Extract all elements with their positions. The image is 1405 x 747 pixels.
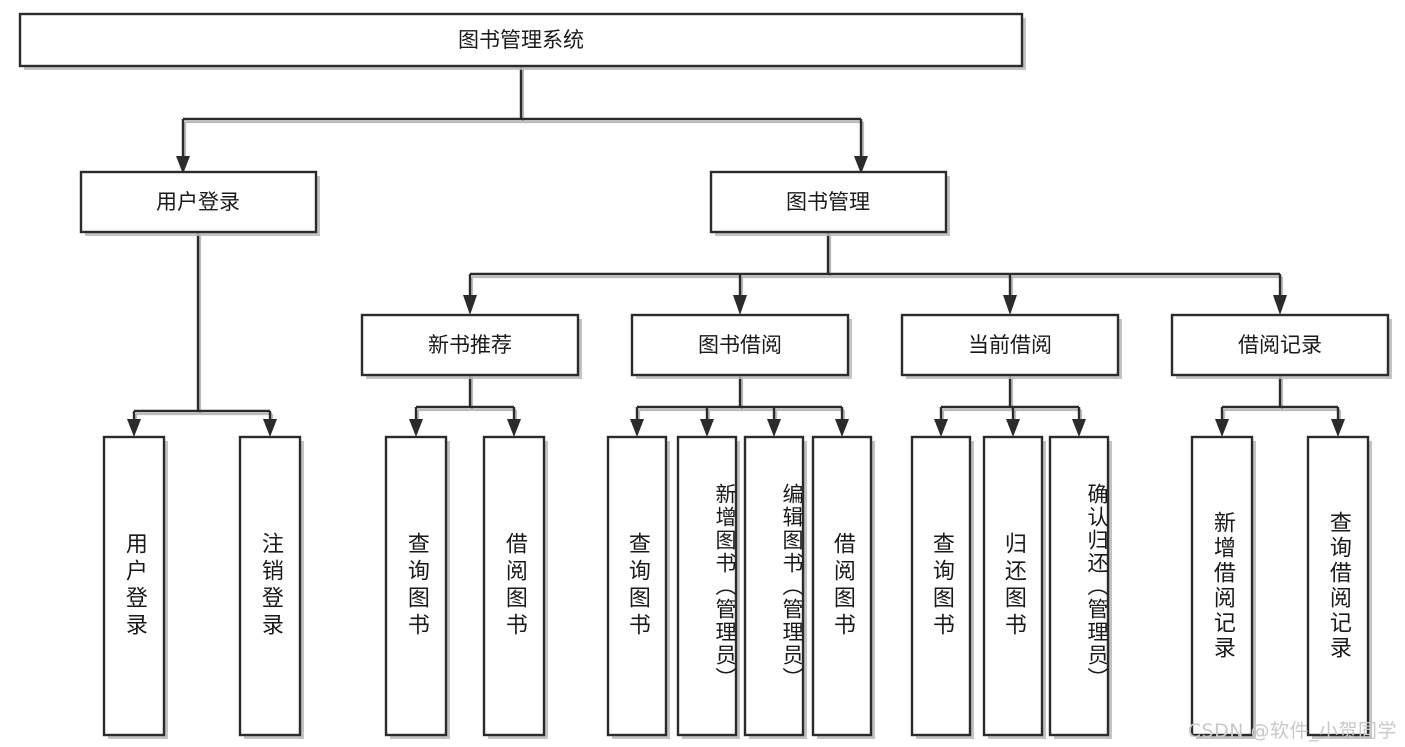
arrow-head-cb-leaf-2 xyxy=(1006,419,1020,437)
leaf-logout-box xyxy=(238,435,302,737)
connector-current-borrow-to-leaves xyxy=(939,375,1081,421)
csdn-watermark: CSDN @软件_小贺同学 xyxy=(1187,720,1397,742)
arrow-head-bb-leaf-1 xyxy=(630,419,644,437)
node-borrow-record-box xyxy=(1170,313,1390,377)
leaf-br-query-box xyxy=(1306,435,1370,737)
node-user-login-label: 用户登录 xyxy=(156,190,240,214)
node-book-manage[interactable]: 图书管理 xyxy=(709,170,950,236)
connector-new-book-rec-shadow xyxy=(416,377,518,424)
connector-book-borrow-to-leaves xyxy=(635,375,844,421)
arrow-head-cb-leaf-1 xyxy=(934,419,948,437)
arrow-head-bb-leaf-4 xyxy=(835,419,849,437)
node-user-login-box xyxy=(79,170,318,234)
node-book-manage-box xyxy=(709,170,948,234)
leaf-node-logout[interactable] xyxy=(238,435,304,739)
leaf-node-cb-confirm-return[interactable] xyxy=(1048,435,1112,739)
node-current-borrow-box xyxy=(900,313,1120,377)
leaf-node-bb-edit-book[interactable] xyxy=(743,435,807,739)
arrow-head-cb-leaf-3 xyxy=(1072,419,1086,437)
arrow-head-new-book-rec xyxy=(463,295,477,315)
node-current-borrow-label: 当前借阅 xyxy=(968,333,1052,357)
leaf-nbr-query-box xyxy=(384,435,448,737)
arrow-head-bb-leaf-3 xyxy=(767,419,781,437)
leaf-node-bb-query-book[interactable] xyxy=(606,435,670,739)
leaf-node-nbr-borrow-book[interactable] xyxy=(482,435,548,739)
leaf-bb-add-box xyxy=(676,435,738,737)
node-new-book-recommend-box xyxy=(360,313,580,377)
connector-root-to-level2 xyxy=(181,66,863,158)
arrow-head-bb-leaf-2 xyxy=(700,419,714,437)
node-root[interactable]: 图书管理系统 xyxy=(18,12,1026,70)
arrow-head-borrow-record xyxy=(1273,295,1287,315)
node-book-borrow-label: 图书借阅 xyxy=(698,333,782,357)
arrow-head-nbr-leaf-2 xyxy=(507,419,521,437)
leaf-bb-query-box xyxy=(606,435,668,737)
arrow-head-br-leaf-2 xyxy=(1331,419,1345,437)
leaf-cb-query-box xyxy=(910,435,972,737)
arrow-head-br-leaf-1 xyxy=(1215,419,1229,437)
node-root-box xyxy=(18,12,1024,68)
leaf-node-nbr-query-book[interactable] xyxy=(384,435,450,739)
arrow-head-user-login xyxy=(176,156,190,174)
leaf-cb-confirm-box xyxy=(1048,435,1110,737)
arrow-head-leaf-logout xyxy=(263,419,277,437)
leaf-node-user-login[interactable] xyxy=(102,435,168,739)
node-new-book-recommend[interactable]: 新书推荐 xyxy=(360,313,582,379)
leaf-node-bb-add-book[interactable] xyxy=(676,435,740,739)
connector-root-shadow xyxy=(183,69,865,160)
node-book-borrow-box xyxy=(630,313,850,377)
leaf-node-br-add-record[interactable] xyxy=(1190,435,1256,739)
arrow-head-nbr-leaf-1 xyxy=(409,419,423,437)
connector-book-manage-to-level3 xyxy=(468,232,1282,297)
leaf-user-login-box xyxy=(102,435,166,737)
connector-book-borrow-shadow xyxy=(637,377,846,424)
connector-user-login-shadow xyxy=(134,234,274,424)
leaf-bb-borrow-box xyxy=(811,435,873,737)
node-current-borrow[interactable]: 当前借阅 xyxy=(900,313,1122,379)
leaf-bb-edit-box xyxy=(743,435,805,737)
node-layer: 图书管理系统 用户登录 图书管理 新书推荐 图书 xyxy=(18,12,1392,739)
connector-layer xyxy=(127,66,1345,437)
leaf-node-cb-return-book[interactable] xyxy=(982,435,1046,739)
leaf-nbr-borrow-box xyxy=(482,435,546,737)
node-borrow-record[interactable]: 借阅记录 xyxy=(1170,313,1392,379)
leaf-br-add-box xyxy=(1190,435,1254,737)
node-new-book-recommend-label: 新书推荐 xyxy=(428,333,512,357)
connector-book-manage-shadow xyxy=(470,234,1284,300)
node-book-borrow[interactable]: 图书借阅 xyxy=(630,313,852,379)
arrow-head-current-borrow xyxy=(1003,295,1017,315)
node-user-login[interactable]: 用户登录 xyxy=(79,170,320,236)
arrow-head-book-borrow xyxy=(733,295,747,315)
node-borrow-record-label: 借阅记录 xyxy=(1238,333,1322,357)
leaf-node-bb-borrow-book[interactable] xyxy=(811,435,875,739)
node-book-manage-label: 图书管理 xyxy=(786,190,870,214)
leaf-node-br-query-record[interactable] xyxy=(1306,435,1372,739)
connector-new-book-rec-to-leaves xyxy=(414,375,516,421)
arrow-head-book-manage xyxy=(854,156,868,174)
arrow-head-leaf-user-login xyxy=(127,419,141,437)
connector-borrow-record-shadow xyxy=(1222,377,1342,424)
node-root-label: 图书管理系统 xyxy=(458,28,584,52)
connector-user-login-to-leaves xyxy=(132,232,272,421)
leaf-node-cb-query-book[interactable] xyxy=(910,435,974,739)
connector-borrow-record-to-leaves xyxy=(1220,375,1340,421)
leaf-cb-return-box xyxy=(982,435,1044,737)
